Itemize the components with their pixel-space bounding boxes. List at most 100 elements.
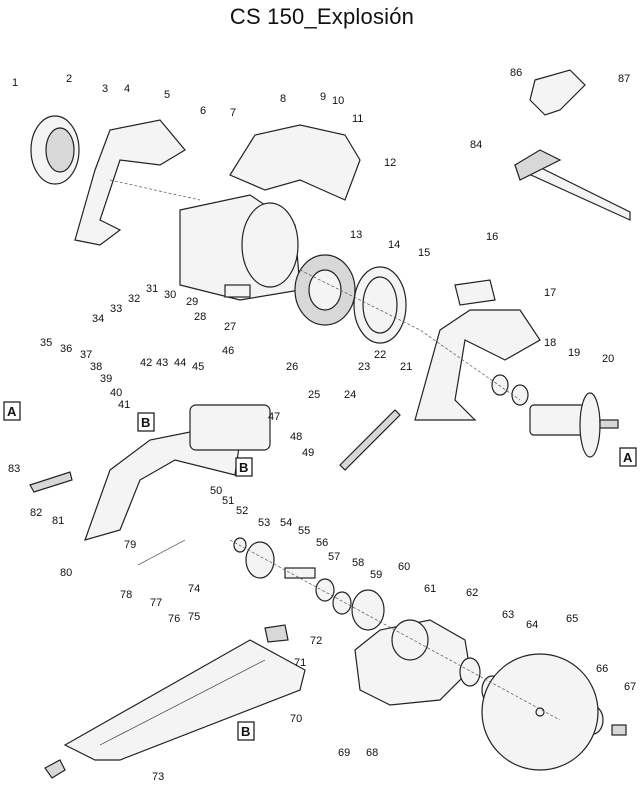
callout-label: 20 [602, 353, 614, 365]
callout-label: 43 [156, 357, 168, 369]
dust-nozzle-part [529, 69, 586, 116]
reference-box-label: B [141, 415, 150, 430]
callout-label: 27 [224, 321, 236, 333]
callout-label: 87 [618, 73, 630, 85]
callout-label: 23 [358, 361, 370, 373]
callout-label: 35 [40, 337, 52, 349]
gear-part [233, 537, 352, 615]
callout-label: 15 [418, 247, 430, 259]
callout-label: 36 [60, 343, 72, 355]
callout-label: 73 [152, 771, 164, 783]
rear-handle-part [414, 309, 541, 421]
callout-label: 78 [120, 589, 132, 601]
callout-label: 7 [230, 107, 236, 119]
callout-label: 19 [568, 347, 580, 359]
callout-label: 37 [80, 349, 92, 361]
bearing-part [491, 374, 529, 406]
callout-label: 61 [424, 583, 436, 595]
callout-label: 84 [470, 139, 482, 151]
callout-label: 47 [268, 411, 280, 423]
callout-label: 80 [60, 567, 72, 579]
callout-label: 24 [344, 389, 356, 401]
callout-label: 42 [140, 357, 152, 369]
callout-label: 32 [128, 293, 140, 305]
cable-part [339, 409, 401, 471]
callout-label: 71 [294, 657, 306, 669]
callout-label: 5 [164, 89, 170, 101]
callout-label: 63 [502, 609, 514, 621]
lever-part [29, 471, 73, 493]
bolt-part [611, 724, 627, 736]
callout-label: 59 [370, 569, 382, 581]
callout-label: 67 [624, 681, 636, 693]
callout-label: 14 [388, 239, 400, 251]
lower-guard-part [354, 619, 471, 706]
callout-label: 82 [30, 507, 42, 519]
callout-label: 6 [200, 105, 206, 117]
callout-label: 45 [192, 361, 204, 373]
callout-label: 77 [150, 597, 162, 609]
callout-label: 57 [328, 551, 340, 563]
callout-label: 31 [146, 283, 158, 295]
diagram-title: CS 150_Explosión [229, 4, 415, 29]
callout-label: 29 [186, 296, 198, 308]
callout-label: 50 [210, 485, 222, 497]
field-coil-part [294, 254, 356, 326]
callout-label: 2 [66, 73, 72, 85]
callout-label: 1 [12, 77, 18, 89]
callout-label: 40 [110, 387, 122, 399]
callout-label: 49 [302, 447, 314, 459]
callout-label: 11 [352, 113, 363, 125]
callout-label: 58 [352, 557, 364, 569]
callout-label: 44 [174, 357, 186, 369]
callout-label: 21 [400, 361, 412, 373]
callout-label: 38 [90, 361, 102, 373]
callout-label: 34 [92, 313, 104, 325]
callout-label: 10 [332, 95, 344, 107]
callout-label: 86 [510, 67, 522, 79]
knob-part [44, 624, 289, 779]
callout-label: 54 [280, 517, 292, 529]
callout-label: 30 [164, 289, 176, 301]
callout-label: 25 [308, 389, 320, 401]
callout-label: 81 [52, 515, 64, 527]
parallel-guide-part [513, 149, 631, 221]
callout-label: 62 [466, 587, 478, 599]
assembly-line [229, 539, 561, 721]
end-cap-part [30, 115, 80, 185]
callout-label: 76 [168, 613, 180, 625]
callout-label: 46 [222, 345, 234, 357]
callout-label: 4 [124, 83, 130, 95]
reference-box-label: A [7, 404, 17, 419]
reference-box-label: B [241, 724, 250, 739]
callout-label: 72 [310, 635, 322, 647]
callout-label: 60 [398, 561, 410, 573]
callout-label: 68 [366, 747, 378, 759]
callout-label: 64 [526, 619, 538, 631]
callout-label: 17 [544, 287, 556, 299]
spring-part [137, 539, 186, 566]
callout-label: 51 [222, 495, 234, 507]
callout-label: 3 [102, 83, 108, 95]
callout-label: 39 [100, 373, 112, 385]
callout-label: 74 [188, 583, 200, 595]
callout-label: 83 [8, 463, 20, 475]
reference-boxes: A B B A B [3, 401, 637, 741]
callout-label: 9 [320, 91, 326, 103]
reference-box-label: A [623, 450, 633, 465]
callout-label: 22 [374, 349, 386, 361]
callout-label: 53 [258, 517, 270, 529]
armature-part [529, 392, 619, 458]
callout-label: 70 [290, 713, 302, 725]
callout-label: 13 [350, 229, 362, 241]
callout-label: 16 [486, 231, 498, 243]
callout-label: 12 [384, 157, 396, 169]
callout-label: 8 [280, 93, 286, 105]
handle-cover-part [229, 124, 361, 201]
callout-label: 52 [236, 505, 248, 517]
reference-box-label: B [239, 460, 248, 475]
ring-housing-part [353, 266, 407, 344]
callout-label: 66 [596, 663, 608, 675]
assembly-line [109, 179, 201, 201]
